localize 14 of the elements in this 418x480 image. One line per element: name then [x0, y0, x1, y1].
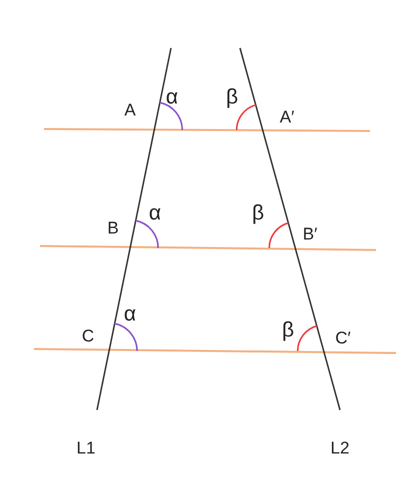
point-label: A′ — [280, 108, 294, 126]
point-label: L1 — [76, 440, 96, 456]
angle-label: α — [148, 202, 162, 224]
angle-label: β — [252, 202, 264, 224]
point-label: C — [82, 328, 94, 344]
point-label: A — [124, 102, 136, 118]
angle-label: β — [282, 320, 294, 340]
point-label: B′ — [302, 226, 318, 242]
point-label: B — [107, 220, 119, 236]
angle-label: α — [166, 86, 178, 108]
point-label: C′ — [335, 330, 351, 346]
angle-label: α — [124, 304, 136, 324]
angle-label: β — [226, 86, 238, 108]
point-label: L2 — [330, 440, 350, 456]
